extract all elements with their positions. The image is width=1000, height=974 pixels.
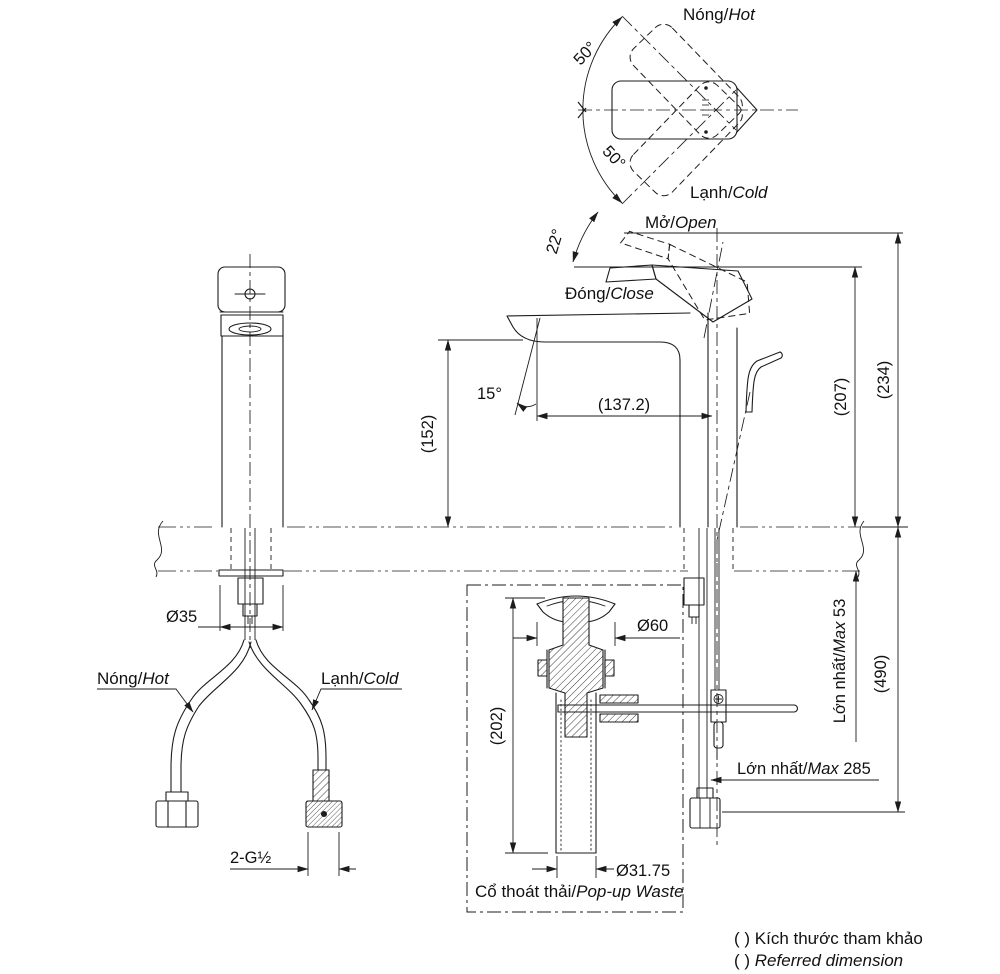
popup-waste-drain bbox=[536, 595, 639, 854]
hot-leader bbox=[97, 688, 194, 713]
dim-thread-spec: 2-G½ bbox=[230, 849, 272, 867]
cold-hose-stem bbox=[312, 769, 330, 802]
handle-fine-print-marks bbox=[702, 99, 709, 116]
dim-max-deck: Lớn nhất/Max 53 bbox=[831, 599, 849, 724]
supply-hoses bbox=[155, 639, 343, 828]
popup-lift-knob-rod bbox=[745, 351, 783, 413]
hot-hose bbox=[170, 639, 245, 801]
popup-waste-assembly: Ø60 (202) Ø31.75 Cổ thoát thải/Pop-up Wa… bbox=[466, 584, 799, 913]
horizontal-lift-rod bbox=[557, 704, 799, 713]
rod-joint-lower bbox=[599, 713, 639, 723]
handle-cold-position-outline bbox=[629, 81, 743, 197]
deck-break-left bbox=[154, 520, 164, 578]
top-view-diagonal-cold bbox=[621, 89, 737, 205]
side-view-faucet: 22° Mở/Open Đóng/Close bbox=[419, 211, 903, 563]
handle-open-outline bbox=[619, 230, 751, 321]
counter-deck bbox=[154, 520, 908, 578]
angle-50-upper: 50° bbox=[570, 38, 600, 69]
supply-hot-label: Nóng/Hot bbox=[97, 669, 170, 688]
rod-joint-upper bbox=[599, 694, 639, 704]
spout-angle-line bbox=[514, 317, 541, 416]
rotation-arc bbox=[582, 16, 623, 204]
top-view-diagonal-hot bbox=[621, 15, 737, 131]
deck-break-right bbox=[856, 520, 865, 578]
dim-body-diameter: Ø35 bbox=[166, 608, 197, 626]
handle-closed-outline bbox=[605, 264, 753, 323]
handle-top-outline bbox=[611, 80, 758, 140]
dim-max-rod: Lớn nhất/Max 285 bbox=[737, 760, 871, 778]
drain-plug-hatched bbox=[548, 597, 604, 738]
right-below-deck: (490) Lớn nhất/Max 53 Lớn nhất/Max 285 bbox=[683, 526, 905, 845]
rotation-arc-mid-ticks bbox=[577, 101, 587, 119]
note-referred-vi: ( ) Kích thước tham khảo bbox=[734, 929, 923, 948]
notes: ( ) Kích thước tham khảo ( ) Referred di… bbox=[734, 929, 923, 970]
front-body bbox=[217, 266, 286, 528]
supply-cold-label: Lạnh/Cold bbox=[321, 669, 399, 688]
dim-spout-height: (152) bbox=[419, 415, 437, 454]
top-view-hot-label: Nóng/Hot bbox=[683, 5, 756, 24]
handle-hot-position-outline bbox=[629, 23, 743, 139]
angle-50-lower: 50° bbox=[599, 142, 629, 173]
open-angle-label: 22° bbox=[543, 227, 568, 256]
dim-height-closed: (207) bbox=[832, 378, 850, 417]
mounting-nut-left bbox=[237, 577, 264, 605]
faucet-body-side bbox=[506, 312, 738, 528]
top-view-cold-label: Lạnh/Cold bbox=[690, 183, 768, 202]
spout-angle-label: 15° bbox=[477, 385, 502, 403]
close-label: Đóng/Close bbox=[565, 284, 654, 303]
front-view-faucet: Nóng/Hot Lạnh/Cold Ø35 2-G½ bbox=[97, 254, 402, 876]
rod-centerline bbox=[716, 391, 751, 541]
popup-waste-label: Cổ thoát thải/Pop-up Waste bbox=[475, 882, 684, 901]
front-shank bbox=[218, 528, 284, 640]
dim-tail-diameter: Ø31.75 bbox=[616, 862, 670, 880]
handle-pivot-centerline bbox=[703, 241, 724, 339]
popup-waste-box bbox=[466, 584, 684, 913]
hot-hose-nut bbox=[155, 800, 199, 828]
spout-angle-arc bbox=[516, 402, 537, 412]
dim-under-counter: (490) bbox=[872, 655, 890, 694]
dim-flange-diameter: Ø60 bbox=[637, 617, 668, 635]
dim-drain-height: (202) bbox=[488, 707, 506, 746]
mounting-nut-right bbox=[683, 577, 705, 606]
note-referred-en: ( ) Referred dimension bbox=[734, 951, 903, 970]
top-view-handle-rotation: 50° 50° Nóng/Hot Lạnh/Cold bbox=[570, 5, 798, 205]
open-label: Mở/Open bbox=[645, 213, 717, 232]
supply-nut-right bbox=[689, 797, 721, 829]
dim-height-open: (234) bbox=[875, 361, 893, 400]
cold-leader bbox=[311, 688, 402, 711]
dim-spout-reach: (137.2) bbox=[598, 396, 650, 414]
cold-hose bbox=[255, 639, 327, 773]
open-angle-arc bbox=[572, 211, 599, 263]
